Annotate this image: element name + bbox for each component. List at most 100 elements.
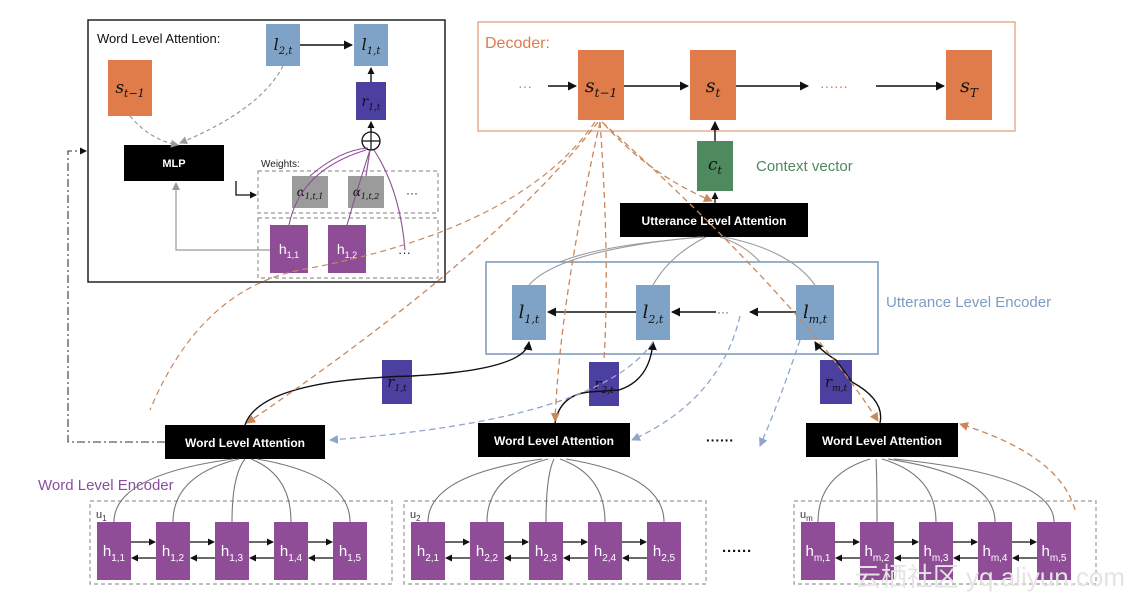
inset-l2-node — [266, 24, 300, 66]
wattn1-to-l1 — [244, 341, 533, 426]
fan-h-to-wattn — [427, 458, 543, 523]
mlp-label: MLP — [162, 158, 185, 170]
utterance-encoder-group: Utterance Level Encoder l1,t l2,t lm,t ·… — [485, 236, 1051, 355]
fan-h-to-wattn — [256, 458, 351, 523]
word-attention-label-2: Word Level Attention — [494, 434, 614, 448]
hidden-state-label: h2,2 — [476, 543, 499, 564]
inset-h2-to-plus — [346, 149, 371, 226]
decoder-mid-ellipsis: ······ — [820, 78, 848, 94]
utterance-encoder-label: Utterance Level Encoder — [886, 294, 1051, 311]
utterance-state-1-label: l1,t — [519, 302, 540, 326]
decoder-state-final-label: sT — [960, 75, 979, 100]
inset-title: Word Level Attention: — [97, 31, 220, 46]
word-attention-ellipsis: ······ — [706, 432, 734, 448]
fan-lm-to-uattn — [723, 236, 816, 286]
inset-alpha2-to-plus — [365, 149, 371, 177]
encoder-ellipsis: ······ — [722, 543, 752, 560]
utterance-state-2-label: l2,t — [643, 302, 664, 326]
fan-h-to-wattn — [113, 458, 234, 523]
hidden-state-node — [860, 522, 894, 580]
dashed-lm-to-dots — [759, 339, 801, 447]
inset-link-connector — [67, 147, 165, 443]
utterance-box-2 — [403, 500, 707, 585]
fan-h-to-wattn — [559, 458, 606, 523]
hidden-state-node — [333, 522, 367, 580]
inset-h-to-mlp — [172, 182, 270, 251]
hidden-state-label: h1,5 — [339, 543, 362, 564]
inset-r-node — [356, 82, 386, 120]
hidden-state-node — [588, 522, 622, 580]
fan-h-to-wattn — [893, 458, 1055, 523]
alpha-node-1 — [292, 176, 328, 208]
utterance-encoder-border — [485, 261, 879, 355]
alpha-ellipsis: ··· — [406, 186, 418, 200]
hidden-state-label: h2,4 — [594, 543, 617, 564]
utterance-label-1: u1 — [96, 509, 107, 523]
hidden-state-node — [470, 522, 504, 580]
hidden-state-label: hm,5 — [1041, 543, 1066, 564]
utterance-state-m-label: lm,t — [803, 302, 828, 326]
fan-l1-to-uattn — [528, 236, 701, 286]
decoder-label: Decoder: — [485, 35, 550, 52]
utterance-attention-label: Utterance Level Attention — [642, 214, 787, 228]
dashed-sprev-to-inset — [149, 121, 596, 411]
dashed-sprev-to-wattn1 — [246, 121, 599, 424]
utterance-ellipsis: ··· — [717, 305, 729, 319]
inset-l2-to-mlp — [179, 65, 284, 145]
context-vector-label: Context vector — [756, 158, 853, 175]
dashed-dots-to-wattn2 — [631, 315, 741, 441]
hidden-state-node — [647, 522, 681, 580]
utterance-box-1 — [89, 500, 393, 585]
dashed-sprev-to-wattnm — [601, 121, 879, 422]
fan-a-to-uattn — [559, 236, 705, 263]
hidden-state-node — [978, 522, 1012, 580]
inset-h-node-1 — [270, 225, 308, 273]
dashed-sprev-to-wattn2 — [550, 121, 601, 422]
inset-l2-label: l2,t — [274, 35, 294, 57]
decoder-state-current-label: st — [706, 75, 721, 100]
hidden-state-node — [411, 522, 445, 580]
hidden-state-node — [801, 522, 835, 580]
fan-h-to-wattn — [486, 458, 549, 523]
inset-h-box — [257, 217, 439, 279]
fan-h-to-wattn — [565, 458, 665, 523]
word-attention-label-1: Word Level Attention — [185, 436, 305, 450]
fan-h-to-wattn — [231, 458, 246, 523]
decoder-state-final — [946, 50, 992, 120]
fan-b-to-uattn — [719, 236, 761, 263]
hidden-state-label: hm,1 — [805, 543, 830, 564]
fan-l2-to-uattn — [652, 236, 707, 286]
word-attention-box-2 — [478, 423, 630, 457]
decoder-border — [477, 21, 1016, 132]
inset-panel: Word Level Attention: st−1 l2,t l1,t r1,… — [87, 19, 446, 283]
inset-h1-to-plus — [288, 149, 367, 226]
inset-alpha1-to-plus — [309, 147, 369, 177]
r-vector-1 — [382, 360, 412, 404]
hidden-state-label: h1,2 — [162, 543, 185, 564]
inset-h-node-2 — [328, 225, 366, 273]
inset-r-label: r1,t — [362, 94, 381, 113]
decoder-state-prev — [578, 50, 624, 120]
hidden-state-label: hm,4 — [982, 543, 1007, 564]
inset-h-ellipsis: ··· — [398, 245, 411, 260]
fan-h-to-wattn — [250, 458, 292, 523]
decoder-group: Decoder: ··· st−1 st ······ sT — [477, 21, 1016, 132]
wattn2-to-l2 — [554, 341, 657, 424]
weights-box — [257, 170, 439, 214]
utterance-state-1 — [512, 285, 546, 340]
inset-hdots-to-plus — [373, 149, 406, 251]
hidden-state-label: h2,3 — [535, 543, 558, 564]
hidden-state-node — [919, 522, 953, 580]
inset-mlp-to-weights — [235, 181, 257, 199]
word-attention-box-m — [806, 423, 958, 457]
utterance-state-2 — [636, 285, 670, 340]
wattnm-to-lm — [814, 341, 882, 424]
word-attention-box-1 — [165, 425, 325, 459]
hidden-state-node — [274, 522, 308, 580]
hidden-state-node — [1037, 522, 1071, 580]
decoder-left-ellipsis: ··· — [518, 78, 532, 94]
inset-s-to-mlp — [129, 115, 179, 148]
inset-s-prev-label: st−1 — [115, 78, 144, 100]
